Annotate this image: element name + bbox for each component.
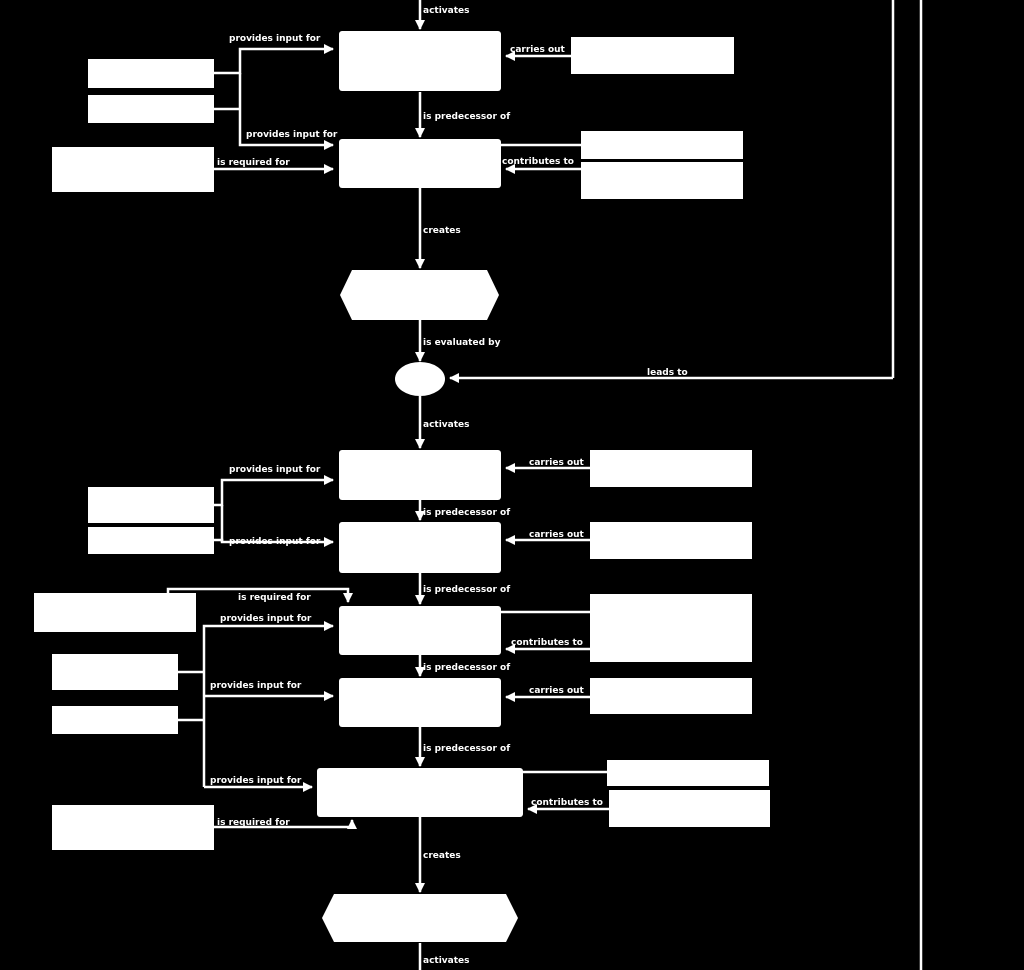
input-bracket-1-c xyxy=(238,73,334,150)
label-leads-to: leads to xyxy=(647,368,688,378)
label-provides-input-6: provides input for xyxy=(210,681,302,691)
contrib-box-2 xyxy=(590,594,752,662)
label-activates-mid: activates xyxy=(423,420,470,430)
input-bracket-3 xyxy=(202,621,334,787)
input-box-3b xyxy=(52,706,178,734)
label-provides-input-5: provides input for xyxy=(220,614,312,624)
contrib-box-1a xyxy=(581,131,743,159)
deliverable-hexagon-1 xyxy=(340,270,499,320)
input-box-3a xyxy=(52,654,178,690)
label-required-1: is required for xyxy=(217,158,290,168)
label-predecessor-4: is predecessor of xyxy=(423,663,510,673)
label-contributes-1: contributes to xyxy=(502,157,574,167)
input-bracket-2 xyxy=(214,475,334,507)
activity-box-1 xyxy=(339,31,501,91)
label-required-3: is required for xyxy=(217,818,290,828)
role-box-1 xyxy=(571,37,734,74)
label-carries-out-1: carries out xyxy=(510,45,566,55)
contrib-box-3a xyxy=(607,760,769,786)
input-box-1b xyxy=(88,95,214,123)
label-provides-input-4: provides input for xyxy=(229,537,321,547)
activity-box-5 xyxy=(339,606,501,655)
required-box-3 xyxy=(52,805,214,850)
activity-box-4 xyxy=(339,522,501,573)
activity-box-6 xyxy=(339,678,501,727)
label-contributes-2: contributes to xyxy=(511,638,583,648)
required-box-2 xyxy=(34,593,196,632)
contrib-box-3b xyxy=(609,790,770,827)
label-evaluated: is evaluated by xyxy=(423,338,501,348)
label-carries-out-4: carries out xyxy=(529,686,585,696)
input-bracket-1 xyxy=(214,44,334,75)
activity-box-3 xyxy=(339,450,501,500)
label-activates-top: activates xyxy=(423,6,470,16)
label-provides-input-1: provides input for xyxy=(229,34,321,44)
required-arrow-2 xyxy=(166,587,353,603)
label-predecessor-3: is predecessor of xyxy=(423,585,510,595)
label-carries-out-3: carries out xyxy=(529,530,585,540)
label-activates-bottom: activates xyxy=(423,956,470,966)
label-contributes-3: contributes to xyxy=(531,798,603,808)
decision-node xyxy=(395,362,445,396)
deliverable-hexagon-2 xyxy=(322,894,518,942)
label-predecessor-1: is predecessor of xyxy=(423,112,510,122)
label-creates-1: creates xyxy=(423,226,461,236)
role-box-3 xyxy=(590,522,752,559)
activity-box-7 xyxy=(317,768,523,817)
activity-box-2 xyxy=(339,139,501,188)
required-box-1 xyxy=(52,147,214,192)
label-required-2: is required for xyxy=(238,593,311,603)
label-carries-out-2: carries out xyxy=(529,458,585,468)
label-predecessor-5: is predecessor of xyxy=(423,744,510,754)
input-box-1a xyxy=(88,59,214,88)
label-provides-input-2: provides input for xyxy=(246,130,338,140)
label-provides-input-3: provides input for xyxy=(229,465,321,475)
role-box-2 xyxy=(590,450,752,487)
input-box-2a xyxy=(88,487,214,523)
required-arrow-3 xyxy=(214,819,357,829)
contrib-box-1b xyxy=(581,162,743,199)
label-provides-input-7: provides input for xyxy=(210,776,302,786)
label-creates-2: creates xyxy=(423,851,461,861)
input-box-2b xyxy=(88,527,214,554)
label-predecessor-2: is predecessor of xyxy=(423,508,510,518)
role-box-4 xyxy=(590,678,752,714)
